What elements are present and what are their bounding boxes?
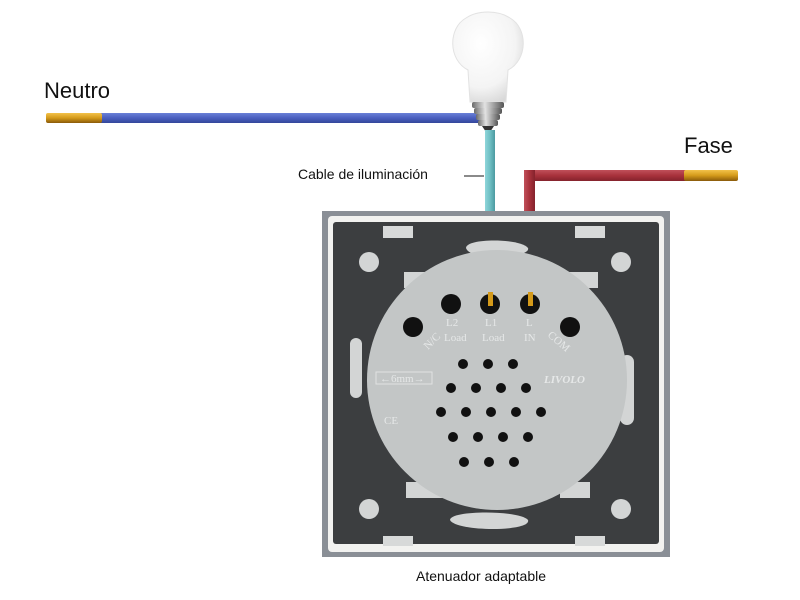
vent-hole <box>523 432 533 442</box>
vent-hole <box>508 359 518 369</box>
terminal-hole-l2 <box>441 294 461 314</box>
phase-label: Fase <box>684 133 733 158</box>
phase-wire-copper-tip <box>684 170 738 181</box>
dimmer-switch: N/C L2 Load L1 Load L IN COM ←6mm→ LIVOL… <box>322 211 670 557</box>
vent-hole <box>461 407 471 417</box>
neutral-label: Neutro <box>44 78 111 103</box>
vent-hole <box>473 432 483 442</box>
vent-hole <box>498 432 508 442</box>
vent-hole <box>536 407 546 417</box>
vent-hole <box>448 432 458 442</box>
vent-hole <box>459 457 469 467</box>
brand-logo: LIVOLO <box>543 374 585 386</box>
terminal-label-l: L <box>526 317 533 329</box>
vent-hole <box>446 383 456 393</box>
vent-hole <box>483 359 493 369</box>
lighting-cable-label: Cable de iluminación <box>298 166 428 182</box>
vent-hole <box>484 457 494 467</box>
vent-hole <box>458 359 468 369</box>
vent-hole <box>486 407 496 417</box>
vent-hole <box>471 383 481 393</box>
dimmer-label: Atenuador adaptable <box>416 568 546 584</box>
terminal-hole-nc <box>403 317 423 337</box>
vent-hole <box>436 407 446 417</box>
light-bulb-icon <box>452 11 524 132</box>
vent-hole <box>496 383 506 393</box>
terminal-label-l2: L2 <box>446 317 458 329</box>
strip-gauge: ←6mm→ <box>380 373 425 385</box>
vent-holes <box>436 359 546 467</box>
vent-hole <box>509 457 519 467</box>
terminal-sub-l2: Load <box>444 332 467 344</box>
terminal-sub-l1: Load <box>482 332 505 344</box>
terminal-hole-com <box>560 317 580 337</box>
neutral-wire-copper-tip <box>46 113 102 123</box>
terminal-label-l1: L1 <box>485 317 497 329</box>
vent-hole <box>511 407 521 417</box>
vent-hole <box>521 383 531 393</box>
terminal-sub-l: IN <box>524 332 536 344</box>
ce-mark: CE <box>384 415 398 427</box>
dimmer-module <box>367 250 627 510</box>
neutral-wire <box>46 113 480 123</box>
